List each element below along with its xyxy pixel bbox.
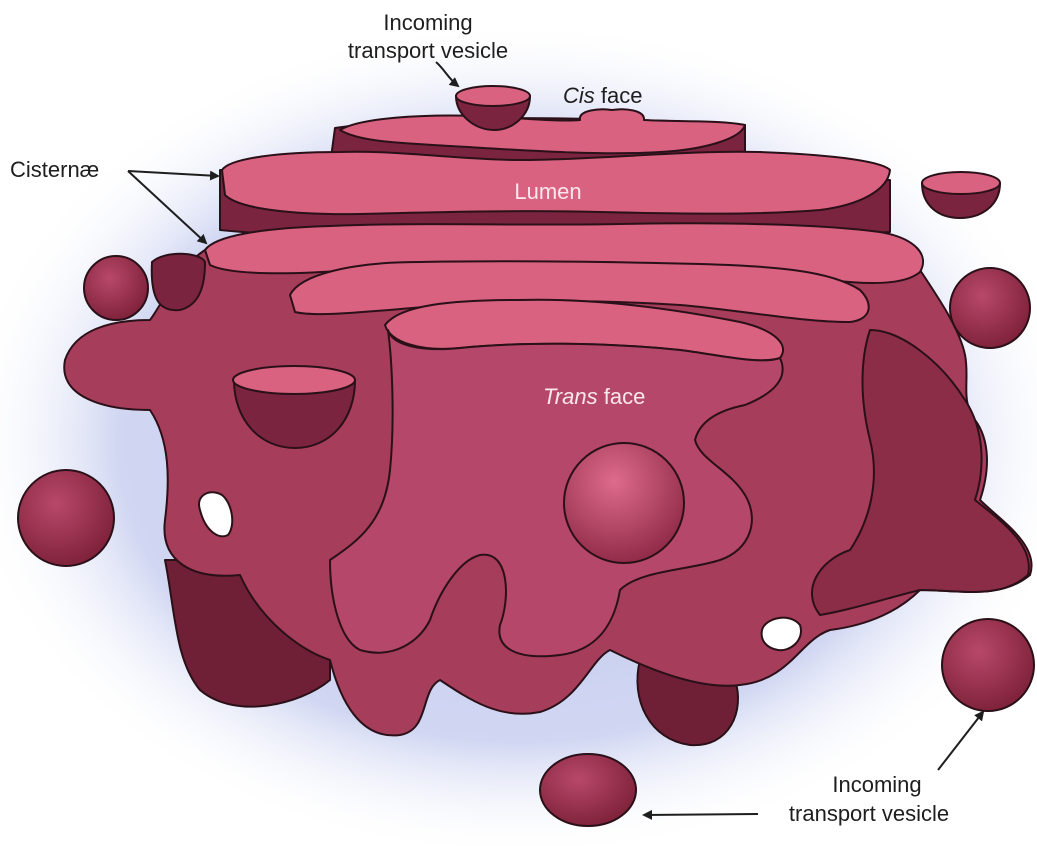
- vesicle-cup-right-rim: [922, 172, 1000, 194]
- vesicle-upper-left: [84, 256, 148, 320]
- vesicle-bottom-right: [942, 619, 1034, 711]
- arrow-incoming-bottom-right: [938, 712, 983, 770]
- arrow-incoming-bottom: [644, 814, 758, 815]
- label-incoming-top-2: transport vesicle: [348, 38, 508, 63]
- vesicle-cup-left-rim: [233, 366, 355, 394]
- label-cis-face: Cis face: [563, 83, 642, 108]
- label-cis-italic: Cis: [563, 83, 595, 108]
- label-cis-rest: face: [595, 83, 643, 108]
- vesicle-left: [18, 470, 114, 566]
- label-trans-face: Trans face: [543, 384, 645, 409]
- label-incoming-top-1: Incoming: [383, 10, 472, 35]
- label-cisternae: Cisternæ: [10, 157, 99, 182]
- label-incoming-bottom-2: transport vesicle: [789, 801, 949, 826]
- fenestration-right: [762, 618, 801, 651]
- vesicle-center: [564, 443, 684, 563]
- label-trans-italic: Trans: [543, 384, 598, 409]
- label-lumen: Lumen: [514, 179, 581, 204]
- vesicle-right: [950, 268, 1030, 348]
- vesicle-bottom: [540, 754, 636, 826]
- label-incoming-bottom-1: Incoming: [832, 772, 921, 797]
- vesicle-cup-top-rim: [456, 86, 530, 106]
- label-trans-rest: face: [598, 384, 646, 409]
